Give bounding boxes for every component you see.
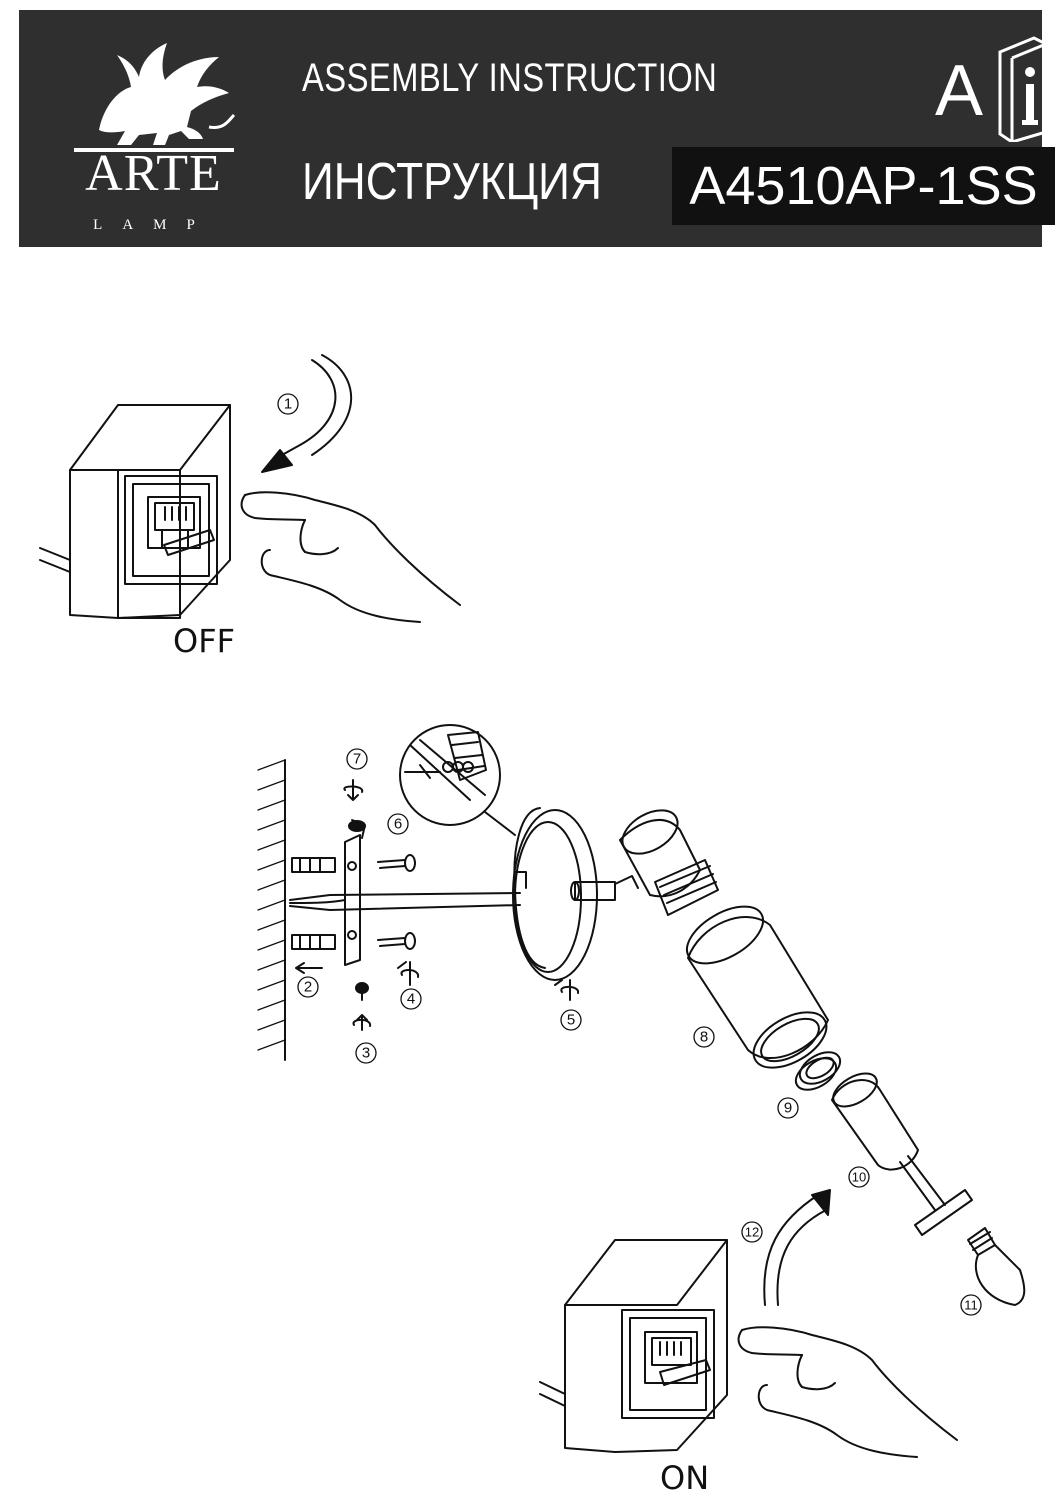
- brand-logo-text: ARTE: [85, 145, 222, 202]
- callout-1: 1: [284, 396, 292, 413]
- wall-switch-on-illustration: [539, 1239, 958, 1458]
- language-letter: A: [935, 51, 984, 131]
- model-number-box: A4510AP-1SS: [672, 147, 1055, 225]
- callout-10: 10: [852, 1170, 866, 1185]
- switch-off-label: OFF: [173, 622, 235, 660]
- wall-switch-off-illustration: [39, 404, 461, 623]
- switch-on-label: ON: [660, 1459, 710, 1497]
- callout-6: 6: [394, 816, 402, 833]
- callout-5: 5: [567, 1012, 575, 1029]
- instruction-booklet-icon: [998, 36, 1048, 142]
- title-russian: ИНСТРУКЦИЯ: [302, 153, 602, 211]
- winged-lion-logo-icon: [74, 43, 236, 152]
- callout-2: 2: [304, 979, 312, 996]
- brand-logo-subtext: LAMP: [93, 217, 215, 233]
- header-banner: ARTE LAMP ASSEMBLY INSTRUCTION ИНСТРУКЦИ…: [19, 10, 1055, 247]
- callout-12: 12: [745, 1225, 759, 1240]
- title-english: ASSEMBLY INSTRUCTION: [302, 56, 718, 100]
- callout-9: 9: [784, 1100, 792, 1117]
- wall-hatching: [257, 759, 286, 1051]
- callout-3: 3: [362, 1045, 370, 1062]
- callout-11: 11: [964, 1298, 978, 1313]
- callout-4: 4: [407, 991, 415, 1008]
- callout-8: 8: [700, 1029, 708, 1046]
- model-number: A4510AP-1SS: [689, 156, 1038, 216]
- callout-7: 7: [353, 751, 361, 768]
